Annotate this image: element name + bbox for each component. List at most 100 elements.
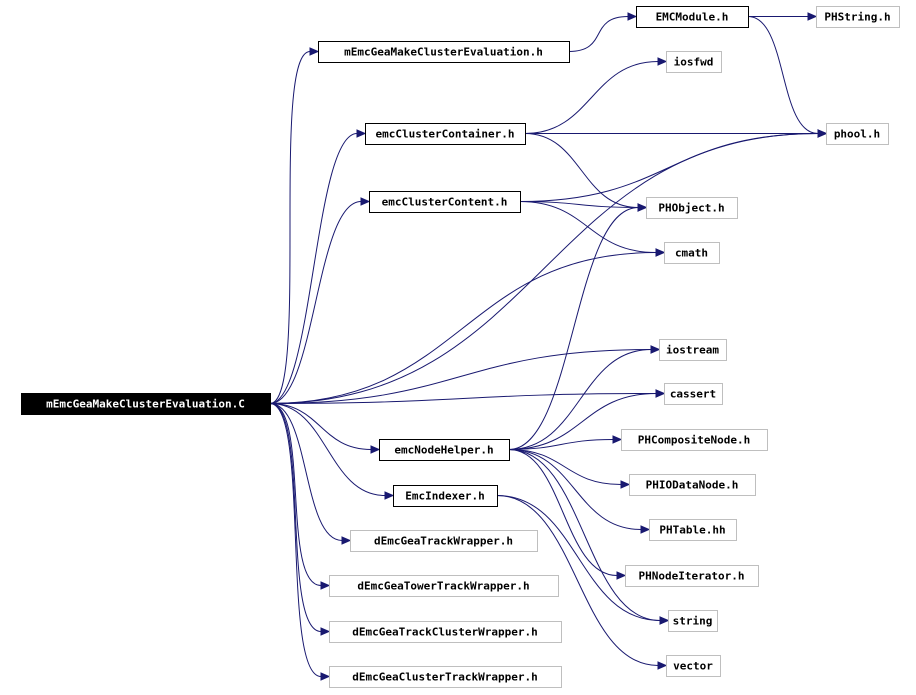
node-PHString[interactable]: PHString.h [816,6,900,28]
node-dEmcGeaTrackWrapper[interactable]: dEmcGeaTrackWrapper.h [350,530,538,552]
node-emcClusterContainer[interactable]: emcClusterContainer.h [365,123,526,145]
edge-root-to-emcNodeHelper [269,403,381,454]
node-box [666,51,722,73]
node-box [664,383,723,405]
node-label: dEmcGeaTrackClusterWrapper.h [352,626,537,639]
node-EMCModule[interactable]: EMCModule.h [636,6,749,28]
edge-root-to-mEmcGeaH [269,47,320,404]
node-EmcIndexer[interactable]: EmcIndexer.h [393,485,498,507]
node-PHTable[interactable]: PHTable.hh [649,519,737,541]
node-iostream[interactable]: iostream [659,339,727,361]
edge-arrowhead [620,480,631,489]
node-PHIODataNode[interactable]: PHIODataNode.h [629,474,756,496]
edge-root-to-phool [269,129,828,404]
node-box [379,439,510,461]
node-emcClusterContent[interactable]: emcClusterContent.h [369,191,521,213]
node-box [329,621,562,643]
edge-line [269,403,322,677]
node-string[interactable]: string [668,610,718,632]
node-box [369,191,521,213]
node-box [666,655,721,677]
node-vector[interactable]: vector [666,655,721,677]
node-label: dEmcGeaClusterTrackWrapper.h [352,671,537,684]
node-dEmcGeaTowerTrackWrapper[interactable]: dEmcGeaTowerTrackWrapper.h [329,575,559,597]
edge-arrowhead [655,389,666,398]
edge-line [269,252,657,404]
edge-line [519,201,639,208]
node-label: PHNodeIterator.h [639,570,745,583]
node-label: dEmcGeaTrackWrapper.h [374,535,513,548]
node-PHCompositeNode[interactable]: PHCompositeNode.h [621,429,768,451]
edge-arrowhead [360,197,371,206]
node-mEmcGeaH[interactable]: mEmcGeaMakeClusterEvaluation.h [318,41,570,63]
node-label: iostream [666,344,719,357]
node-iosfwd[interactable]: iosfwd [666,51,722,73]
edge-root-to-dEmcGeaTrackClusterWrapper [269,403,331,636]
node-box [625,565,759,587]
edge-arrowhead [627,12,638,21]
edge-line [519,201,657,253]
edge-arrowhead [659,616,670,625]
node-label: cassert [670,388,716,401]
edge-line [524,133,639,208]
node-phool[interactable]: phool.h [826,123,889,145]
node-label: vector [673,660,713,673]
edge-emcNodeHelper-to-PHNodeIterator [508,449,627,580]
edge-arrowhead [384,491,395,500]
node-label: mEmcGeaMakeClusterEvaluation.C [46,398,245,411]
edge-line [269,393,657,404]
edge-root-to-cmath [269,248,666,404]
edge-arrowhead [655,248,666,257]
node-emcNodeHelper[interactable]: emcNodeHelper.h [379,439,510,461]
node-dEmcGeaTrackClusterWrapper[interactable]: dEmcGeaTrackClusterWrapper.h [329,621,562,643]
edge-line [508,449,618,576]
edge-arrowhead [637,203,648,212]
node-label: phool.h [834,128,880,141]
node-cassert[interactable]: cassert [664,383,723,405]
node-label: cmath [675,247,708,260]
edge-line [747,16,819,134]
edge-root-to-emcClusterContainer [269,129,367,404]
nodes-layer: mEmcGeaMakeClusterEvaluation.C mEmcGeaMak… [21,6,900,688]
edge-line [519,133,819,202]
node-label: EMCModule.h [656,11,729,24]
edge-emcNodeHelper-to-PHObject [508,203,648,450]
node-label: PHString.h [824,11,890,24]
edge-arrowhead [309,47,320,56]
edge-arrowhead [807,12,818,21]
node-box [621,429,768,451]
node-label: iosfwd [674,56,714,69]
edge-line [269,51,311,404]
node-dEmcGeaClusterTrackWrapper[interactable]: dEmcGeaClusterTrackWrapper.h [329,666,562,688]
edge-root-to-dEmcGeaTowerTrackWrapper [269,403,331,590]
edge-line [524,61,659,134]
edge-arrowhead [640,525,651,534]
edge-emcNodeHelper-to-PHIODataNode [508,449,631,489]
edge-arrowhead [320,627,331,636]
node-PHNodeIterator[interactable]: PHNodeIterator.h [625,565,759,587]
edge-arrowhead [356,129,367,138]
edge-arrowhead [320,672,331,681]
edge-line [496,495,661,621]
edge-line [269,133,819,404]
node-box [664,242,720,264]
edge-mEmcGeaH-to-EMCModule [568,12,638,52]
edge-arrowhead [370,445,381,454]
edge-emcClusterContainer-to-phool [525,129,828,138]
node-box [649,519,737,541]
node-label: emcClusterContent.h [382,196,508,209]
edge-root-to-emcClusterContent [269,197,371,404]
edge-emcClusterContainer-to-PHObject [524,133,648,212]
node-box [816,6,900,28]
node-box [318,41,570,63]
edge-arrowhead [650,345,661,354]
edge-arrowhead [657,661,668,670]
edge-line [508,393,657,450]
node-cmath[interactable]: cmath [664,242,720,264]
edge-line [269,403,386,496]
node-label: emcNodeHelper.h [394,444,493,457]
edge-emcClusterContent-to-phool [519,129,828,202]
edge-line [269,349,652,404]
node-PHObject[interactable]: PHObject.h [646,197,738,219]
